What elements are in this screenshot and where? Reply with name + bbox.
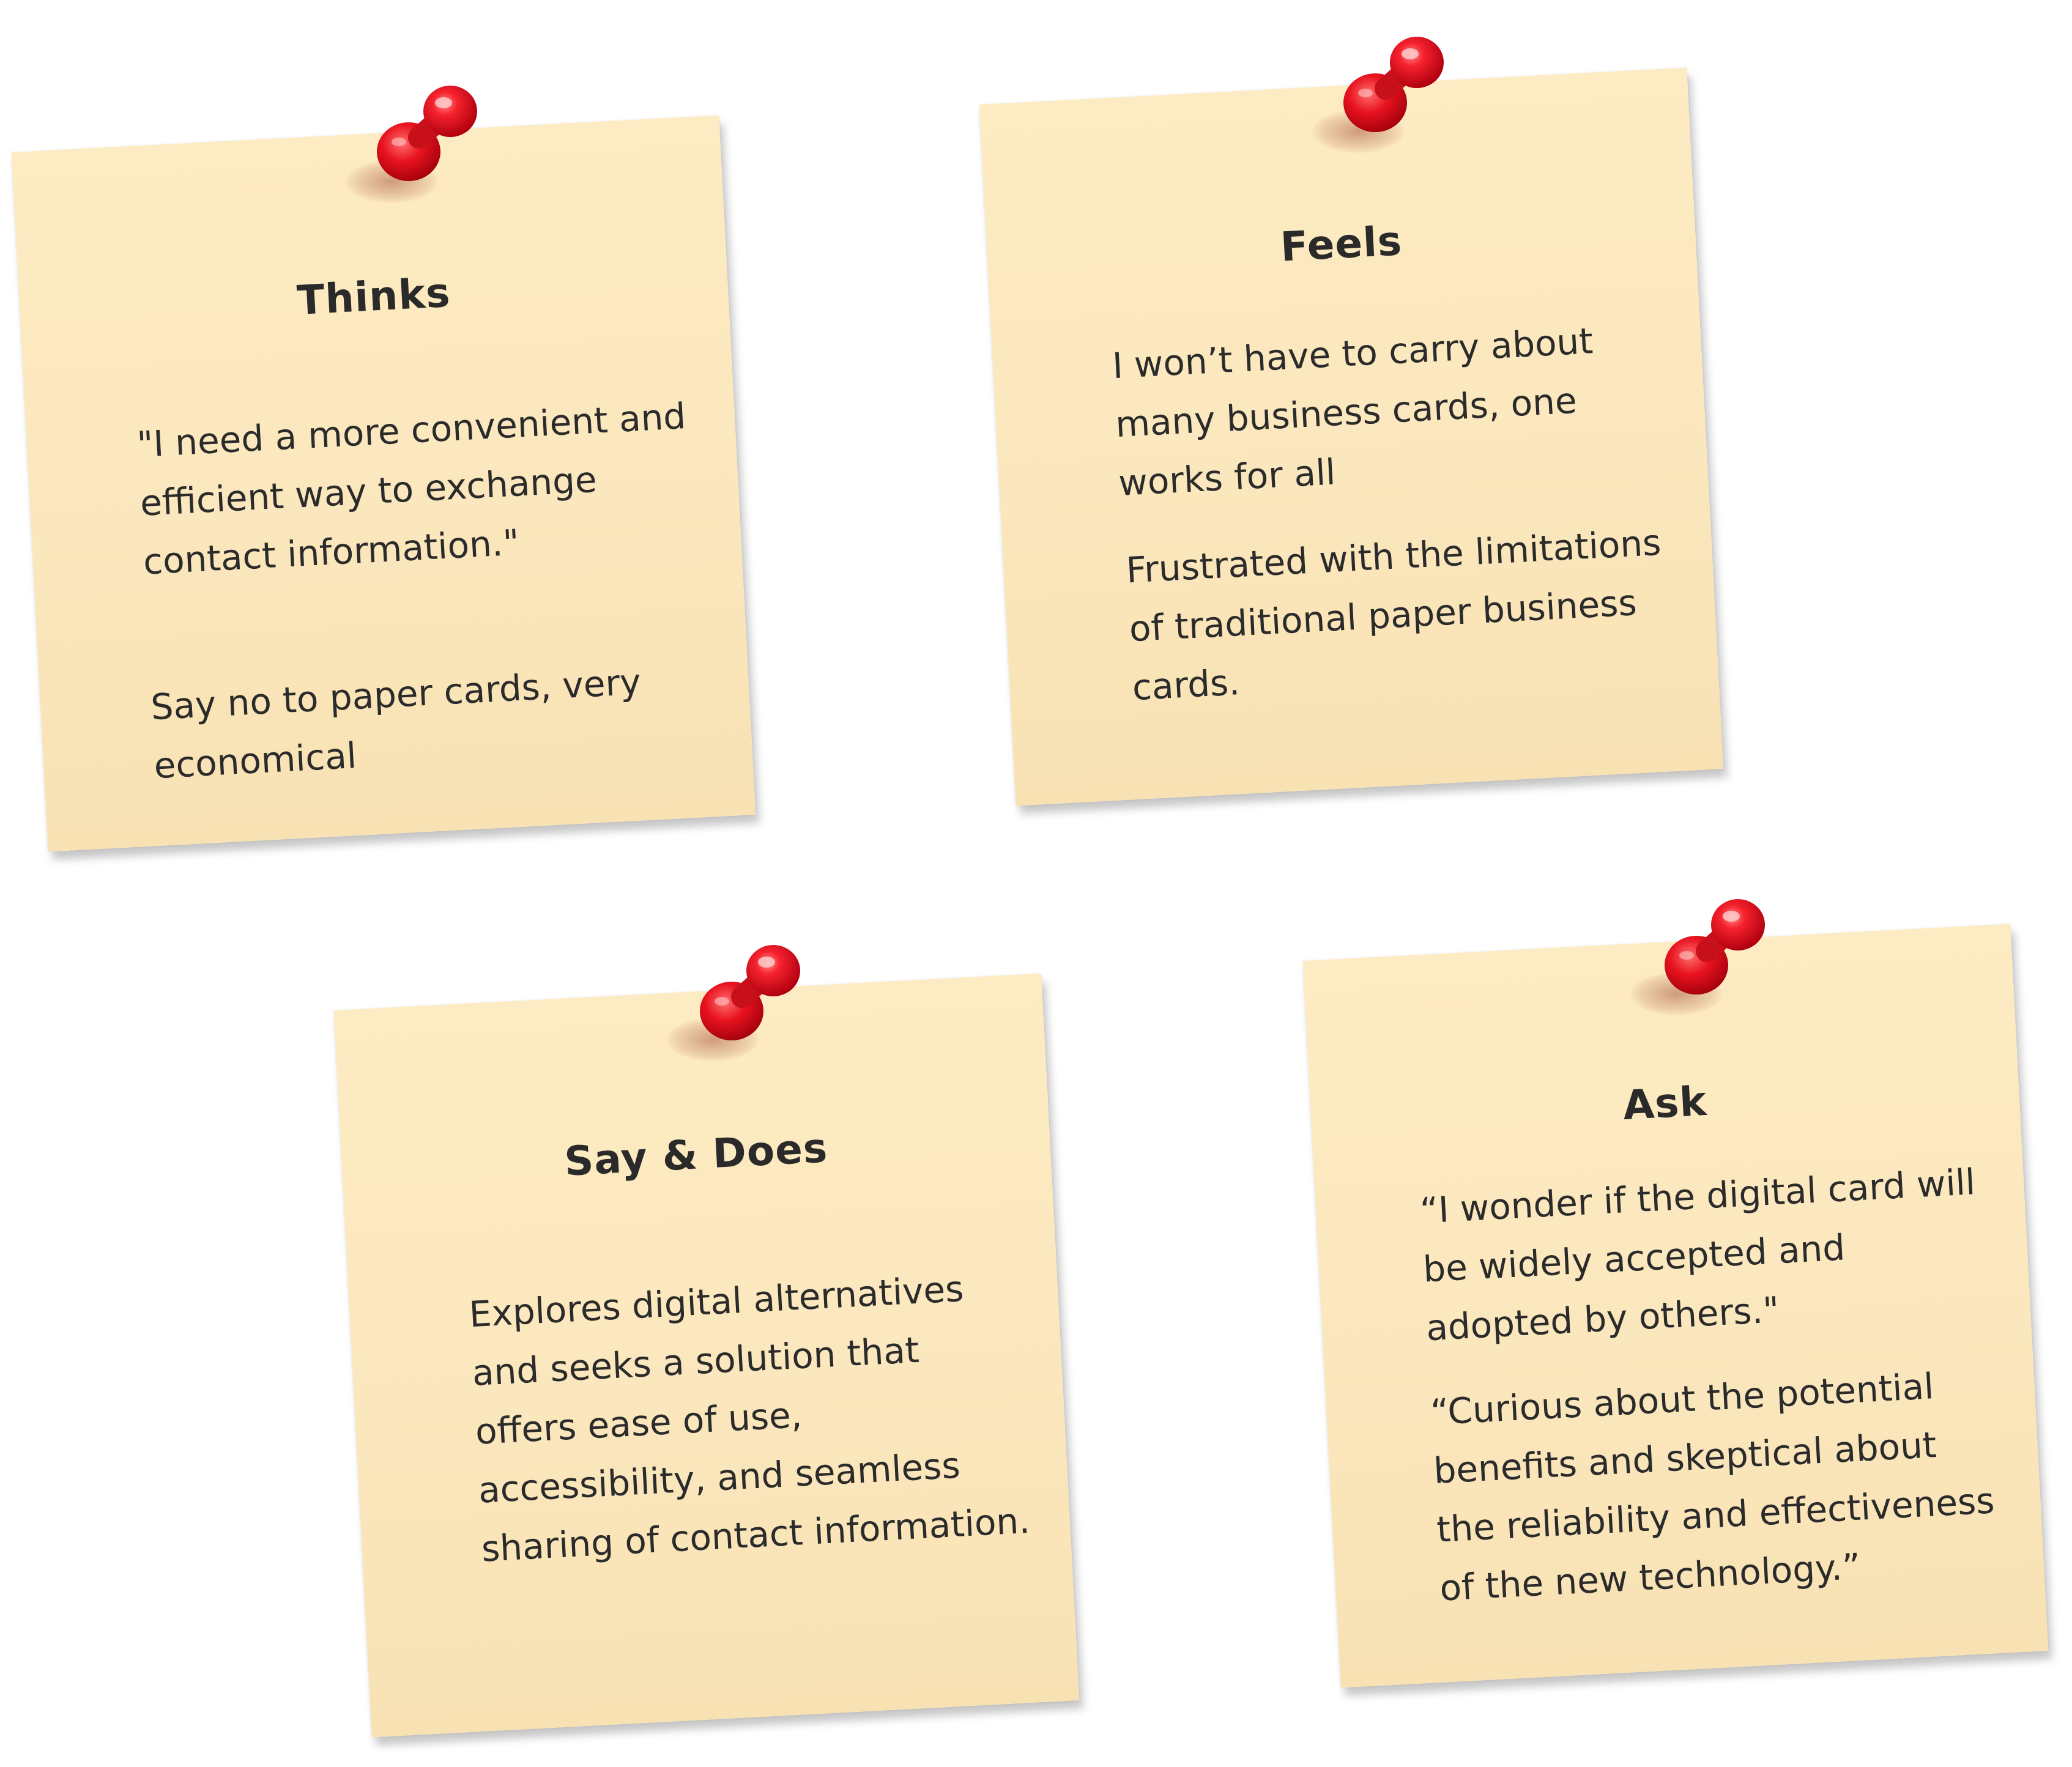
note-text-say-does-1: Explores digital alternatives and seeks … <box>468 1267 1031 1570</box>
note-title-thinks: Thinks <box>295 269 452 324</box>
sticky-note-thinks: Thinks "I need a more convenient and eff… <box>11 115 756 852</box>
note-text-ask-2: “Curious about the potential benefits an… <box>1429 1365 1996 1609</box>
note-text-thinks-1: "I need a more convenient and efficient … <box>136 395 687 583</box>
note-title-ask: Ask <box>1622 1077 1709 1129</box>
sticky-note-feels: Feels I won’t have to carry about many b… <box>979 67 1724 806</box>
note-title-feels: Feels <box>1279 217 1403 271</box>
sticky-note-say-does: Say & Does Explores digital alternatives… <box>333 973 1080 1738</box>
push-pin-icon <box>377 86 477 181</box>
note-text-feels-2: Frustrated with the limitations of tradi… <box>1125 521 1662 709</box>
note-text-feels-1: I won’t have to carry about many busines… <box>1111 320 1594 504</box>
push-pin-icon <box>700 945 800 1040</box>
sticky-note-ask: Ask “I wonder if the digital card will b… <box>1302 924 2049 1688</box>
note-title-say-does: Say & Does <box>563 1124 829 1185</box>
note-text-ask-1: “I wonder if the digital card will be wi… <box>1419 1161 1977 1349</box>
push-pin-icon <box>1665 899 1765 995</box>
push-pin-icon <box>1343 37 1444 132</box>
note-text-thinks-2: Say no to paper cards, very economical <box>149 661 642 787</box>
